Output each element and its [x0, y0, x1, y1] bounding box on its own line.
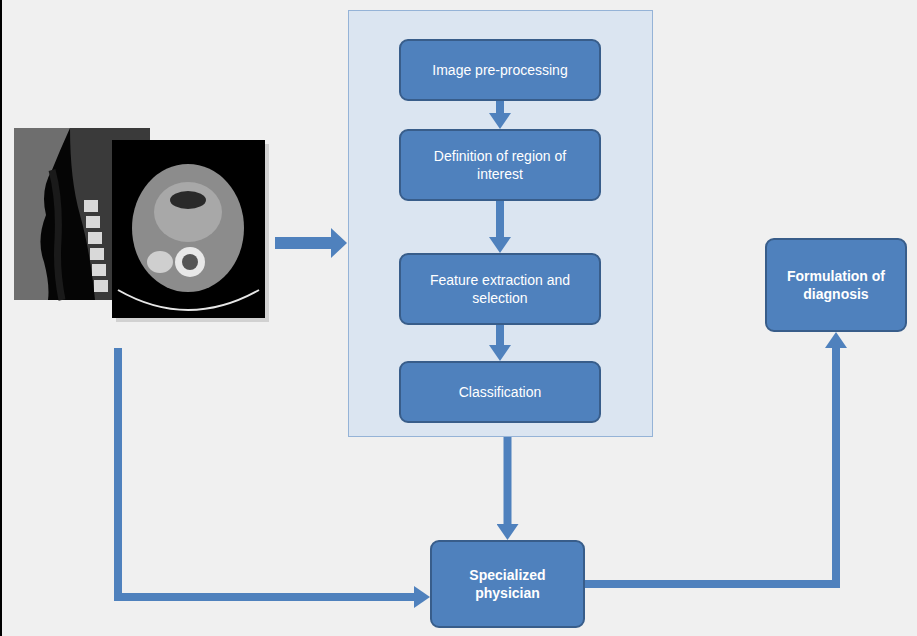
ct-airway	[170, 191, 206, 209]
diagnosis-box: Formulation of diagnosis	[765, 238, 907, 332]
process-box: Definition of region of interest	[399, 129, 601, 201]
processing-panel: Image pre-processingDefinition of region…	[348, 10, 653, 437]
box-label: Image pre-processing	[432, 61, 567, 79]
ct-vertebra	[92, 264, 106, 276]
ct-head	[132, 164, 244, 292]
box-label: Specialized physician	[444, 566, 571, 602]
box-label: Classification	[459, 383, 541, 401]
process-box: Feature extraction and selection	[399, 253, 601, 325]
box-label: Formulation of diagnosis	[779, 267, 893, 303]
input-arrow	[275, 237, 331, 249]
ct-table	[118, 290, 259, 310]
ct-airway	[52, 170, 62, 300]
physician-box: Specialized physician	[430, 540, 585, 628]
box-label: Definition of region of interest	[413, 147, 587, 183]
ct-vertebra	[175, 247, 205, 277]
frame-line	[0, 0, 2, 636]
flow-arrow	[504, 437, 512, 524]
ct-background	[112, 140, 265, 318]
process-box: Image pre-processing	[399, 39, 601, 101]
ct-face	[14, 128, 70, 300]
ct-vertebra	[88, 232, 102, 244]
ct-canal	[182, 254, 198, 270]
ct-vertebra	[90, 248, 104, 260]
axial-ct-image	[112, 140, 269, 322]
ct-tissue	[154, 182, 222, 242]
ct-vertebra	[84, 200, 98, 212]
ct-vessel	[147, 251, 173, 273]
ct-vertebra	[94, 280, 108, 292]
box-label: Feature extraction and selection	[413, 271, 587, 307]
ct-vertebra	[86, 216, 100, 228]
process-box: Classification	[399, 361, 601, 423]
